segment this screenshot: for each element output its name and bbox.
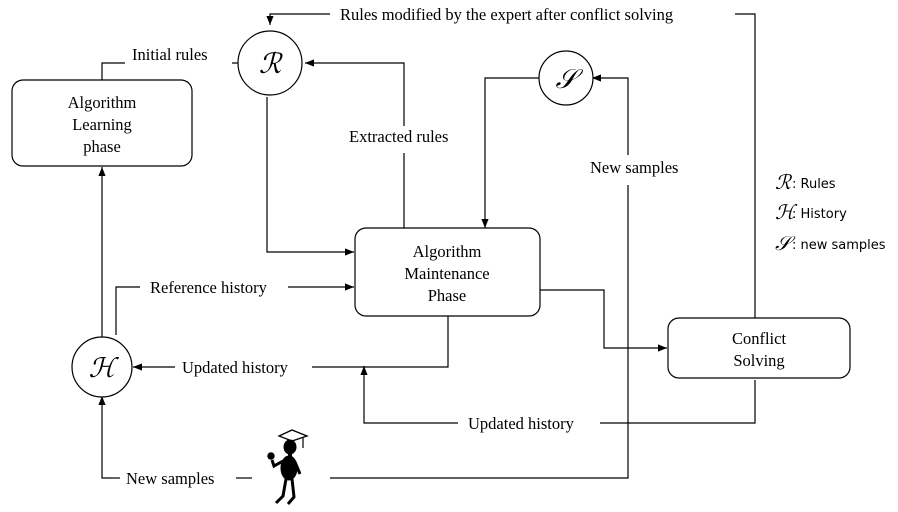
arrow-new-samples-right-head [592, 74, 629, 155]
conflict-solving-box: Conflict Solving [667, 317, 851, 379]
learning-line-1: Algorithm [68, 93, 137, 112]
arrow-new-samples-bottom-head [98, 396, 112, 479]
arrow-maintenance-to-conflict [540, 289, 667, 352]
conflict-line-1: Conflict [732, 329, 786, 348]
conflict-line-2: Solving [733, 351, 784, 370]
arrow-extracted-rules-head [305, 59, 405, 126]
label-new-samples-right: New samples [590, 158, 678, 177]
legend-samples-text: : new samples [792, 238, 886, 253]
learning-line-3: phase [83, 137, 121, 156]
legend: ℛ : Rules ℋ : History 𝒮 : new samples [775, 170, 886, 255]
rules-symbol: ℛ [259, 47, 283, 80]
legend-rules-text: : Rules [792, 177, 836, 192]
label-updated-history-bottom: Updated history [468, 414, 575, 433]
label-extracted-rules: Extracted rules [349, 127, 448, 146]
expert-figure-icon [267, 429, 309, 505]
learning-phase-box: Algorithm Learning phase [11, 79, 193, 167]
arrow-initial-rules [101, 62, 125, 80]
samples-node: 𝒮 [538, 50, 594, 106]
label-rules-modified: Rules modified by the expert after confl… [340, 5, 673, 24]
arrow-reference-history [115, 286, 140, 335]
maintenance-line-3: Phase [428, 286, 467, 305]
connectors [98, 13, 756, 479]
learning-line-2: Learning [72, 115, 132, 134]
arrow-new-samples-right [330, 185, 629, 479]
history-node: ℋ [71, 336, 133, 398]
arrow-updated-history-bottom [600, 380, 756, 424]
maintenance-line-2: Maintenance [404, 264, 489, 283]
legend-history-symbol: ℋ [775, 200, 798, 224]
arrow-rules-modified-head [266, 13, 330, 25]
label-initial-rules: Initial rules [132, 45, 208, 64]
arrow-updated-history-bottom-head [360, 366, 458, 424]
legend-history-text: : History [792, 207, 847, 222]
rules-node: ℛ [237, 30, 303, 96]
history-symbol: ℋ [89, 353, 120, 384]
arrow-samples-to-maintenance [481, 77, 540, 228]
maintenance-line-1: Algorithm [413, 242, 482, 261]
maintenance-phase-box: Algorithm Maintenance Phase [354, 227, 541, 317]
arrow-rules-modified [735, 13, 756, 320]
label-reference-history: Reference history [150, 278, 268, 297]
arrow-rules-to-maintenance [266, 97, 354, 256]
label-updated-history-left: Updated history [182, 358, 289, 377]
legend-rules-symbol: ℛ [775, 170, 793, 194]
arrow-updated-history-left [312, 316, 449, 368]
label-new-samples-bottom: New samples [126, 469, 214, 488]
